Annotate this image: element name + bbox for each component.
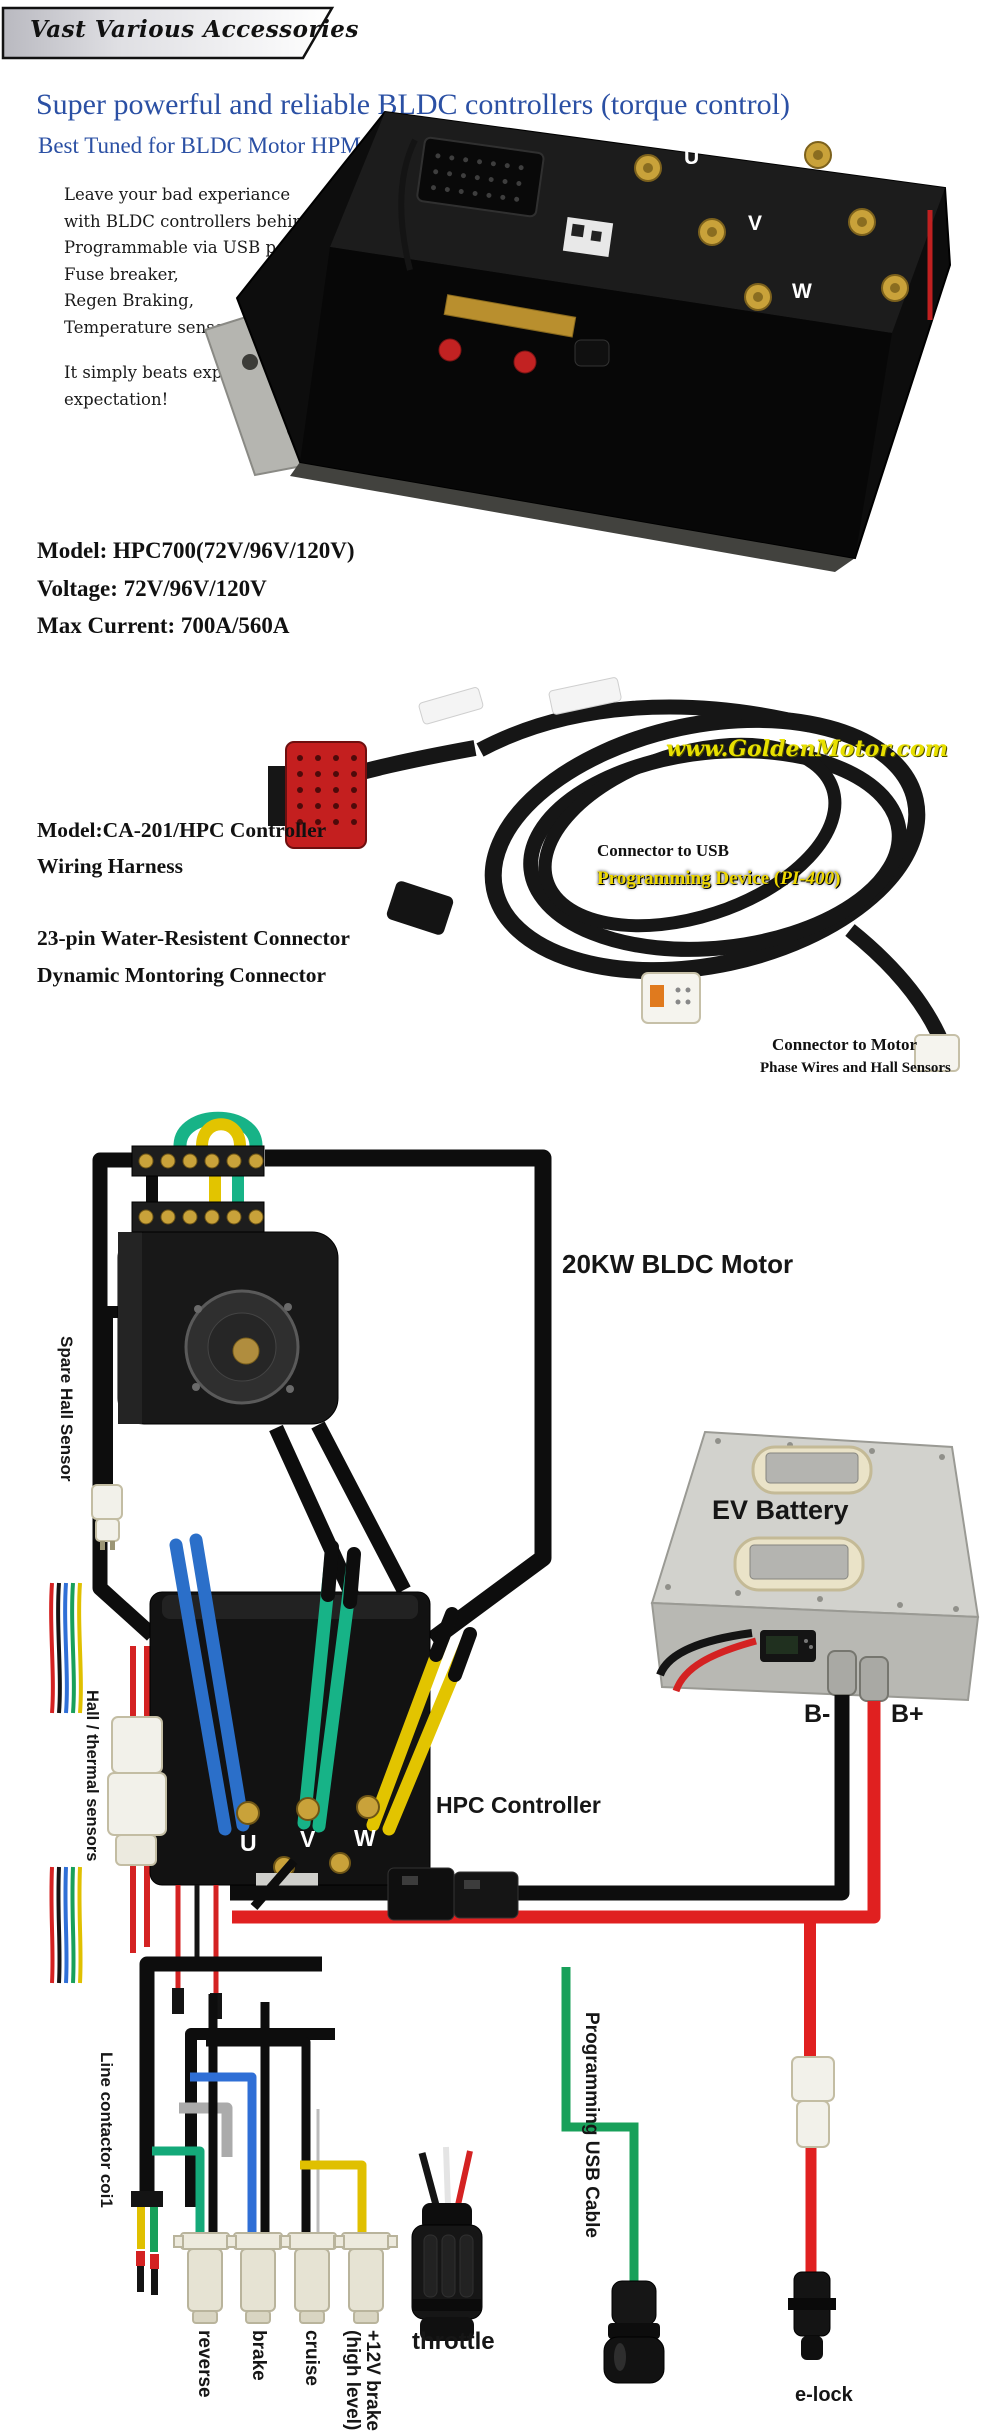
motor-connector-sublabel: Phase Wires and Hall Sensors <box>760 1060 951 1076</box>
controller-label: HPC Controller <box>436 1792 601 1818</box>
controller-photo <box>203 110 952 572</box>
programming-usb-label: Programming USB Cable <box>581 2012 602 2238</box>
banner-ribbon <box>1 6 335 60</box>
connector-label-brake: brake <box>248 2330 269 2381</box>
terminal-u-label: U <box>240 1830 257 1856</box>
wiring-diagram <box>49 1111 980 2384</box>
throttle-label: throttle <box>412 2328 495 2355</box>
connector-label-reverse: reverse <box>194 2330 215 2398</box>
b-plus-label: B+ <box>891 1700 924 1728</box>
elock-connector <box>788 2056 836 2360</box>
motor-label: 20KW BLDC Motor <box>562 1249 794 1279</box>
harness-model-text: Model:CA-201/HPC Controller Wiring Harne… <box>37 818 327 878</box>
photo-terminal-v: V <box>748 212 763 235</box>
connector-label-cruise: cruise <box>301 2330 322 2386</box>
usb-device-model: PI-400 <box>780 868 835 889</box>
battery-photo <box>650 1430 980 1702</box>
signal-connectors <box>173 2232 398 2324</box>
harness-photo <box>268 677 960 1072</box>
elock-label: e-lock <box>795 2384 853 2406</box>
goldenmotor-watermark: www.GoldenMotor.com <box>666 736 948 762</box>
terminal-v-label: V <box>300 1826 316 1852</box>
throttle-connector <box>411 2146 483 2341</box>
banner-title: Vast Various Accessories <box>30 16 359 43</box>
spare-hall-label: Spare Hall Sensor <box>57 1336 76 1482</box>
photo-terminal-w: W <box>792 280 812 303</box>
usb-plug <box>561 1967 665 2384</box>
line-contactor-label: Line contactor coi1 <box>97 2052 116 2208</box>
spec-lines: Model: HPC700(72V/96V/120V) Voltage: 72V… <box>37 538 355 638</box>
photo-terminal-u: U <box>684 146 700 169</box>
battery-label: EV Battery <box>712 1495 849 1525</box>
motor-connector-label: Connector to Motor <box>772 1035 918 1054</box>
usb-device-label: Programming Device (PI-400) <box>597 868 841 889</box>
usb-connector-label: Connector to USB <box>597 841 729 860</box>
terminal-w-label: W <box>354 1825 376 1851</box>
connector-label-high-brake: +12V brake (high level) <box>342 2330 383 2431</box>
hall-thermal-label: Hall / thermal sensors <box>83 1690 101 1862</box>
harness-features-text: 23-pin Water-Resistent Connector Dynamic… <box>37 926 350 987</box>
motor-photo <box>117 1111 339 1425</box>
b-minus-label: B- <box>804 1700 831 1728</box>
